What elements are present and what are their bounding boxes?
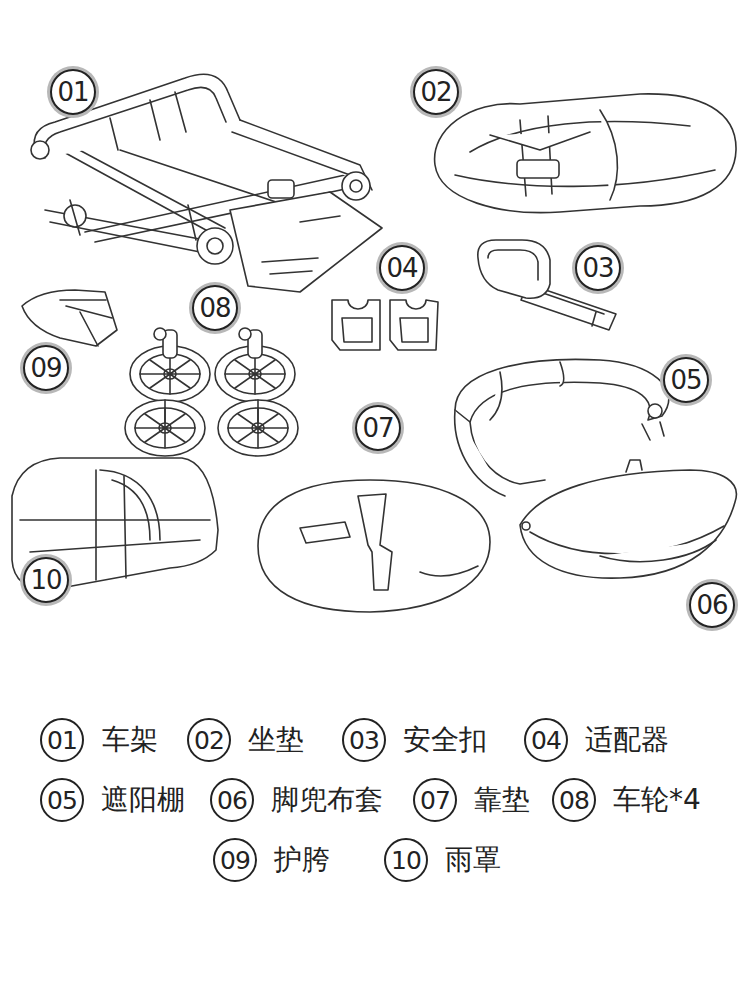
callout-number: 10 <box>30 567 61 593</box>
part-name: 适配器 <box>585 723 669 757</box>
part-name: 车轮*4 <box>613 783 701 817</box>
callout-circle: 02 <box>187 718 231 762</box>
callout-circle: 05 <box>663 357 709 403</box>
callout-circle: 07 <box>413 778 457 822</box>
callout-number: 03 <box>349 728 379 753</box>
callout-number: 01 <box>57 79 88 105</box>
callout-circle: 04 <box>379 245 425 291</box>
part-name: 脚兜布套 <box>271 783 383 817</box>
callout-number: 06 <box>217 788 247 813</box>
callout-circle: 03 <box>575 245 621 291</box>
part-name: 遮阳棚 <box>101 783 185 817</box>
callout-number: 02 <box>194 728 224 753</box>
adaptor-drawing <box>332 300 438 350</box>
callout-number: 04 <box>531 728 561 753</box>
callout-circle: 06 <box>689 582 735 628</box>
callout-circle: 10 <box>23 557 69 603</box>
callout-circle: 01 <box>50 69 96 115</box>
callout-circle: 05 <box>40 778 84 822</box>
callout-number: 07 <box>362 415 393 441</box>
cushion-drawing <box>258 480 490 612</box>
callout-circle: 07 <box>355 405 401 451</box>
wheels-drawing <box>125 328 298 456</box>
part-name: 靠垫 <box>474 783 530 817</box>
callout-circle: 02 <box>413 69 459 115</box>
callout-number: 10 <box>391 848 421 873</box>
callout-number: 04 <box>386 255 417 281</box>
seat-pad-drawing <box>435 94 736 213</box>
callout-circle: 03 <box>342 718 386 762</box>
callout-circle: 04 <box>524 718 568 762</box>
callout-circle: 01 <box>40 718 84 762</box>
callout-number: 06 <box>696 592 727 618</box>
crotch-guard-drawing <box>22 290 117 346</box>
callout-circle: 08 <box>192 285 238 331</box>
callout-circle: 08 <box>552 778 596 822</box>
callout-circle: 09 <box>23 345 69 391</box>
part-name: 坐垫 <box>248 723 304 757</box>
footmuff-drawing <box>520 460 736 578</box>
part-name: 安全扣 <box>403 723 487 757</box>
callout-circle: 06 <box>210 778 254 822</box>
callout-number: 01 <box>47 728 77 753</box>
callout-number: 08 <box>199 295 230 321</box>
part-name: 雨罩 <box>445 843 501 877</box>
callout-number: 02 <box>420 79 451 105</box>
callout-number: 08 <box>559 788 589 813</box>
callout-circle: 10 <box>384 838 428 882</box>
callout-number: 05 <box>47 788 77 813</box>
callout-number: 09 <box>30 355 61 381</box>
callout-number: 07 <box>420 788 450 813</box>
callout-number: 03 <box>582 255 613 281</box>
callout-number: 09 <box>220 848 250 873</box>
part-name: 车架 <box>102 723 158 757</box>
callout-circle: 09 <box>213 838 257 882</box>
callout-number: 05 <box>670 367 701 393</box>
part-name: 护胯 <box>274 843 330 877</box>
